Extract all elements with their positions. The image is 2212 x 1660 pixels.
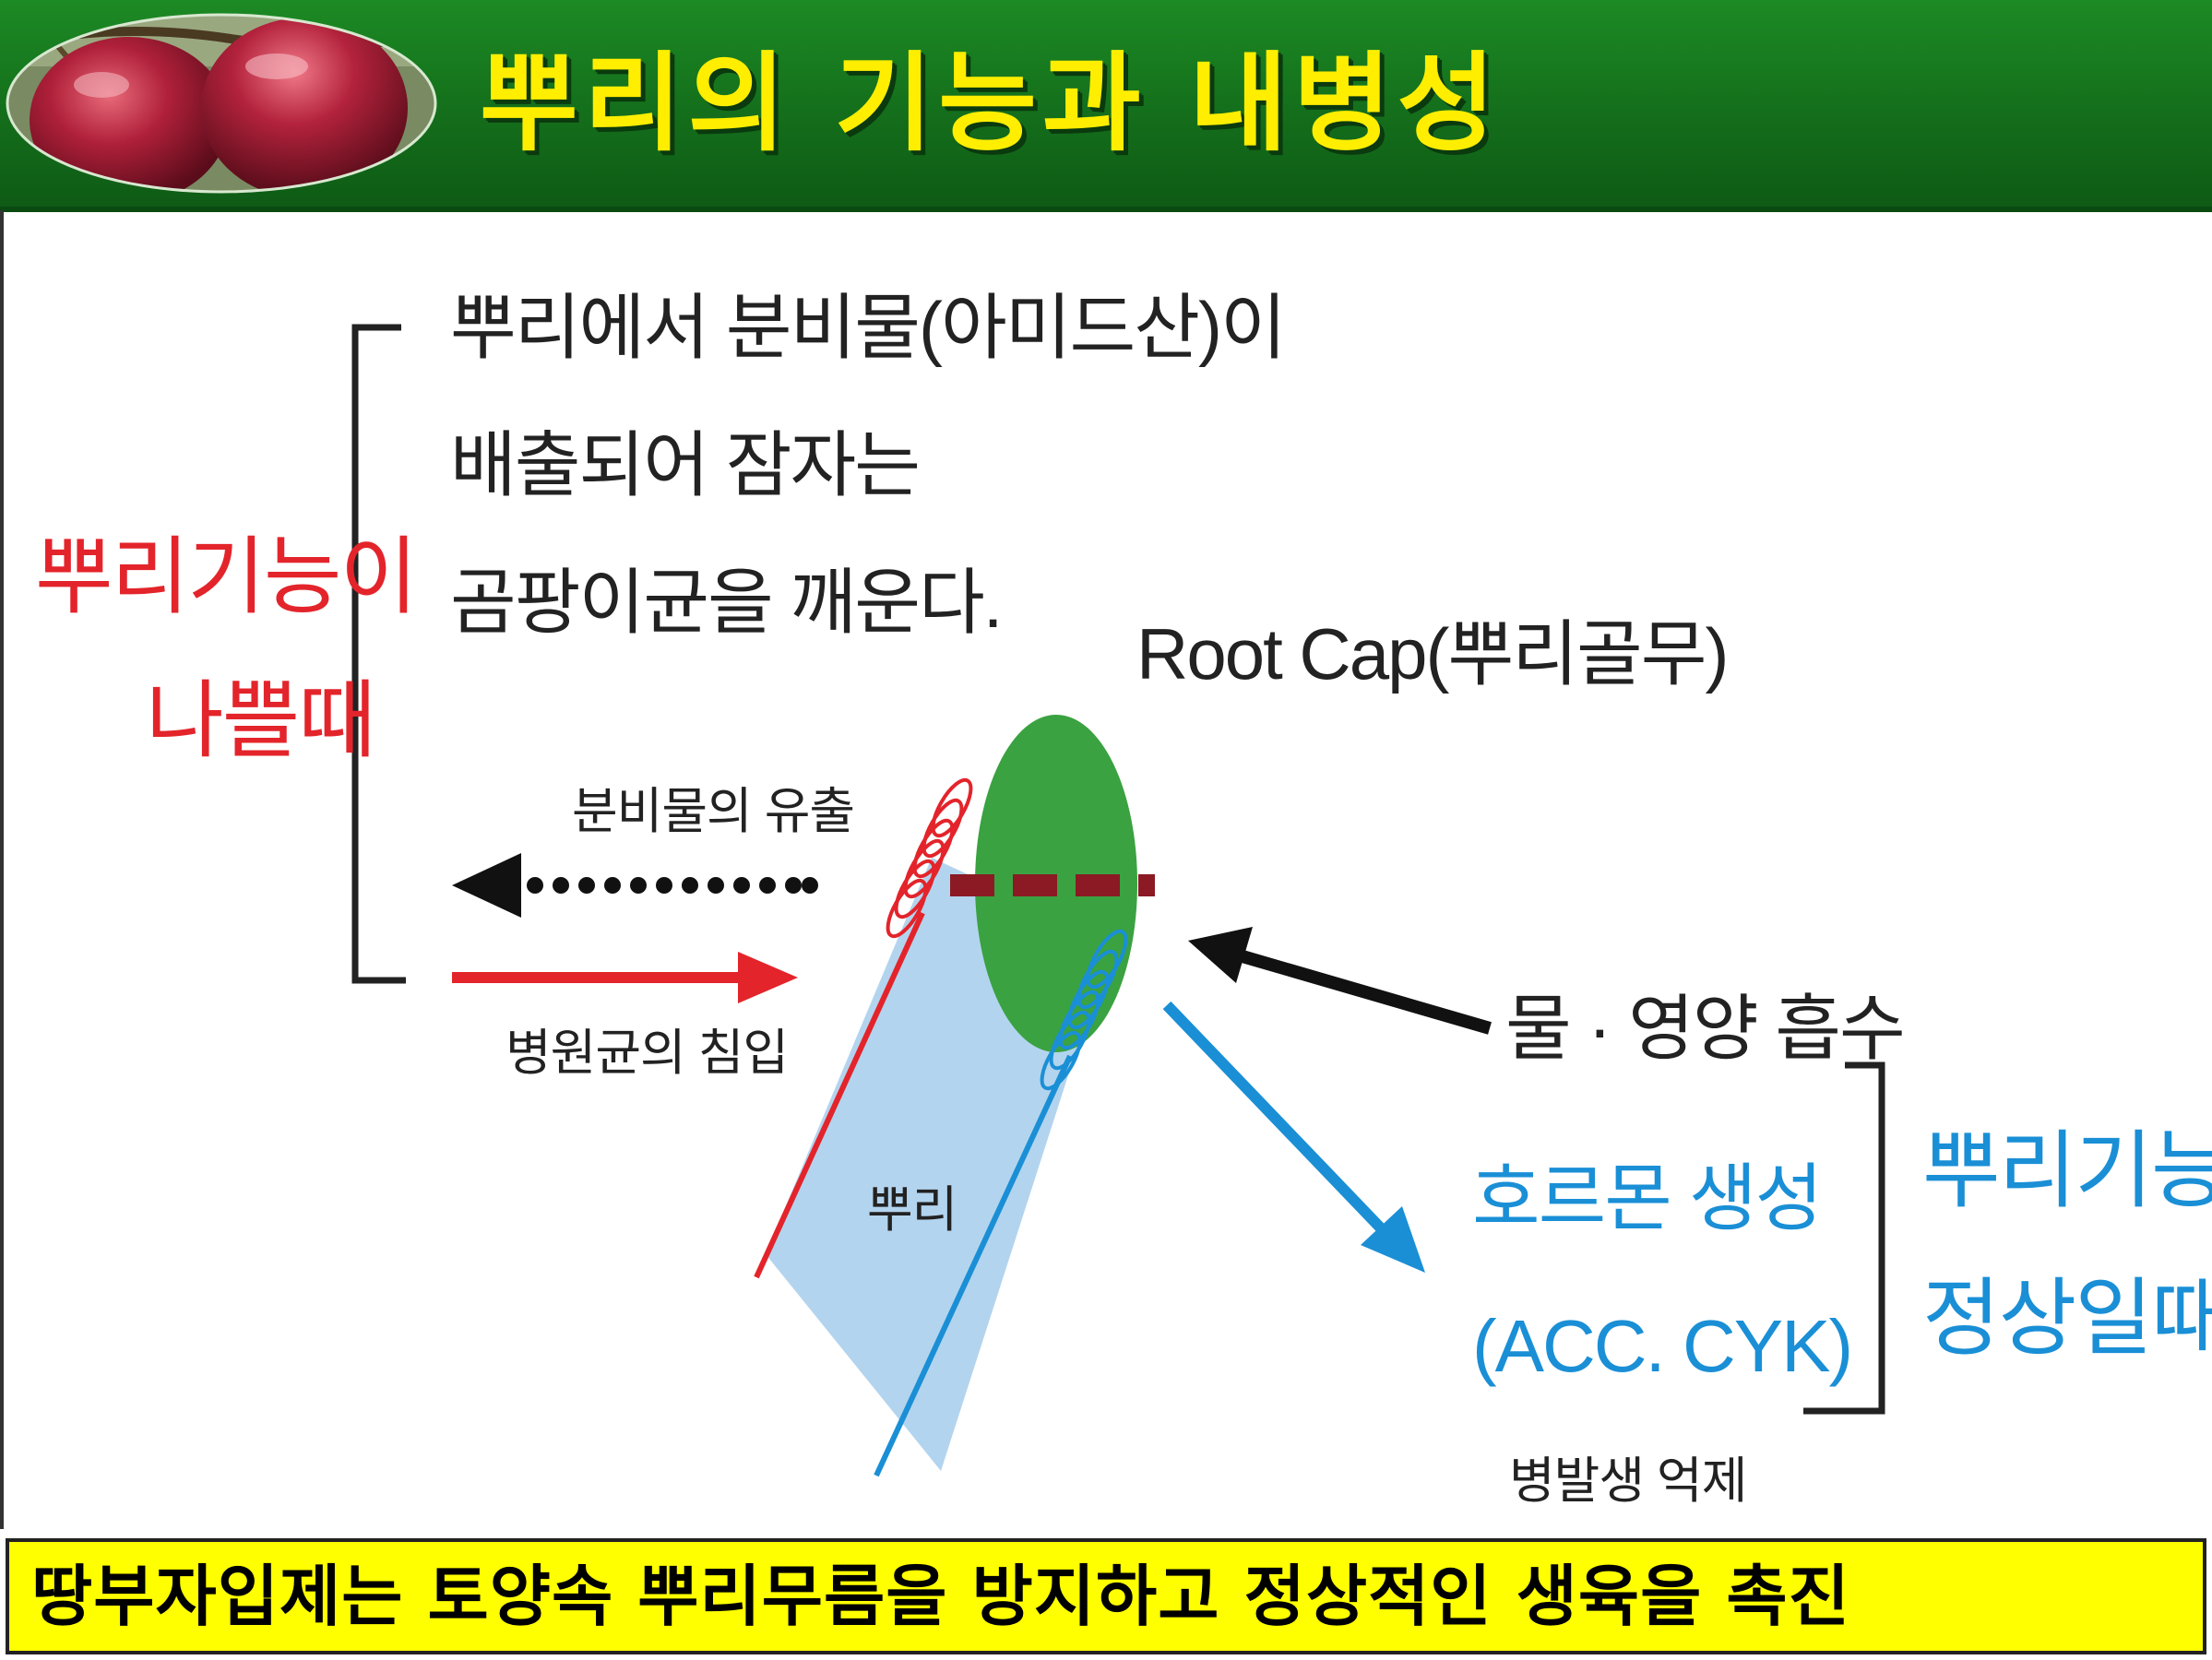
secretion-arrow [452,853,818,918]
secretion-desc-line2: 배출되어 잠자는 [450,424,921,505]
frame-edge [0,210,4,1529]
root-cap-label: Root Cap(뿌리골무) [1136,613,1730,694]
root-hair-coil-red [886,777,973,939]
secretion-desc-line1: 뿌리에서 분비물(아미드산)이 [450,287,1287,368]
good-function-label-line2: 정상일때 [1922,1272,2212,1366]
hormone-label-line1: 호르몬 생성 [1472,1157,1823,1239]
left-bracket [351,324,406,984]
absorption-label: 물 · 영양 흡수 [1505,988,1906,1069]
hormone-label-line2: (ACC. CYK) [1472,1305,1853,1387]
title-banner: 뿌리의 기능과 내병성 [0,0,2212,210]
absorption-arrow [1188,927,1492,1035]
root-label: 뿌리 [867,1182,957,1238]
secretion-desc-line3: 곰팡이균을 깨운다. [450,562,1003,643]
secretion-label: 분비물의 유출 [572,784,855,839]
suppression-label: 병발생 억제 [1509,1453,1747,1509]
root-hair-coil-blue [1040,929,1128,1091]
root-edge-blue [874,1054,1073,1477]
bad-function-label-line2: 나쁠때 [146,674,376,768]
footer-text: 땅부자입제는 토양속 뿌리무름을 방지하고 정상적인 생육을 촉진 [31,1558,1850,1635]
bad-function-label-line1: 뿌리기능이 [35,530,418,624]
good-function-label-line1: 뿌리기능이 [1922,1124,2212,1218]
root-edge-red [754,911,925,1279]
invasion-arrow [452,952,798,1003]
right-bracket [1803,1061,1885,1415]
invasion-label: 병원균의 침입 [505,1026,789,1081]
footer-banner: 땅부자입제는 토양속 뿌리무름을 방지하고 정상적인 생육을 촉진 [6,1538,2206,1654]
hormone-arrow [1162,1001,1425,1273]
header-divider [0,207,2212,212]
page-title: 뿌리의 기능과 내병성 [480,42,1502,166]
apple-photo [6,13,437,194]
